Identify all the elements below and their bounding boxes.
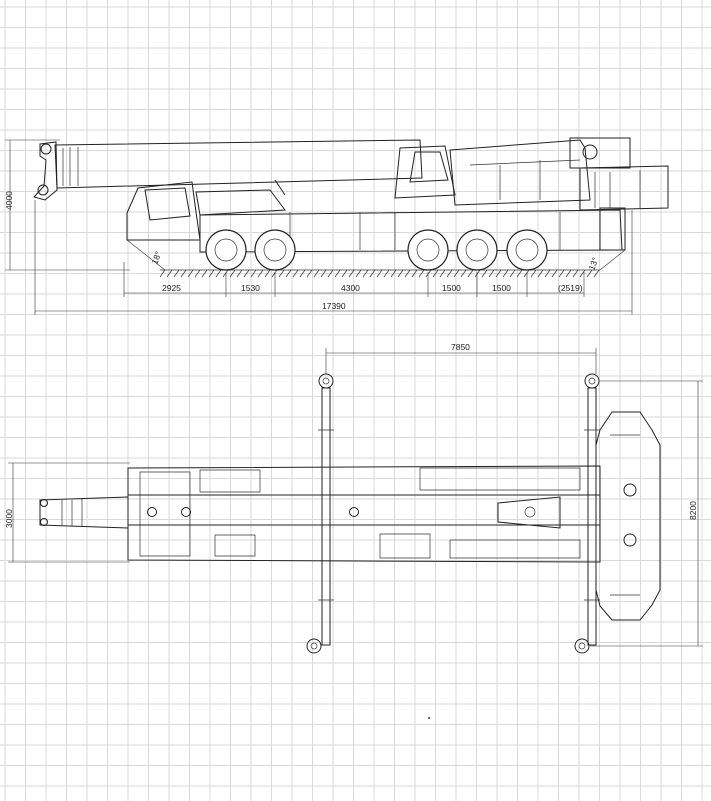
rear-angle-label: 13° xyxy=(586,256,600,272)
counterweight xyxy=(595,411,661,621)
boom-side-body xyxy=(54,139,423,189)
outrigger-pad xyxy=(306,638,322,654)
height-dimension: 4000 xyxy=(4,191,14,210)
overall-length: 17390 xyxy=(322,301,346,311)
wheel xyxy=(205,229,247,271)
axle-dim-4: 1500 xyxy=(442,283,461,293)
carrier-side xyxy=(126,181,626,253)
superstructure-side xyxy=(394,137,669,211)
top-view: 3000 7850 8200 xyxy=(4,342,703,719)
stray-dot xyxy=(428,717,430,719)
outriggers xyxy=(306,373,600,654)
axle-dim-1: 2925 xyxy=(162,283,181,293)
width-dimension: 3000 xyxy=(4,509,14,528)
wheel xyxy=(407,229,449,271)
axle-dim-6: (2519) xyxy=(558,283,583,293)
outrigger-pad xyxy=(584,373,600,389)
carrier-top xyxy=(127,465,601,563)
wheel xyxy=(506,229,548,271)
boom-side xyxy=(33,139,423,201)
wheel xyxy=(254,229,296,271)
outrigger-pad xyxy=(574,638,590,654)
wheels-side xyxy=(205,229,548,271)
outrigger-length-dimension: 7850 xyxy=(451,342,470,352)
wheel xyxy=(456,229,498,271)
ground-hatch xyxy=(159,269,600,278)
front-angle-label: 18° xyxy=(149,250,163,266)
outrigger-width-dimension: 8200 xyxy=(688,501,698,520)
axle-dim-5: 1500 xyxy=(492,283,511,293)
axle-dim-2: 1530 xyxy=(241,283,260,293)
boom-top xyxy=(39,494,601,529)
axle-dim-3: 4300 xyxy=(341,283,360,293)
side-view: 18° 13° 4000 2925 1530 4300 1500 1500 (2… xyxy=(4,137,669,315)
